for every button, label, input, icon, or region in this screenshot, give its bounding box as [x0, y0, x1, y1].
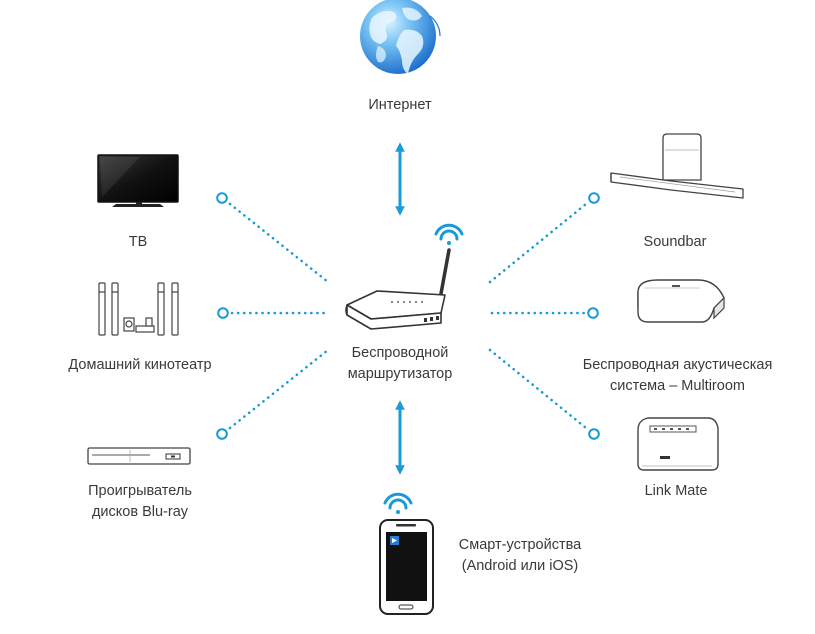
connector-soundbar [488, 192, 600, 284]
tv-icon [97, 154, 179, 207]
wireless-router-icon [345, 223, 464, 330]
connector-link-mate [488, 348, 600, 440]
home-theater-icon [98, 282, 179, 336]
wifi-icon [434, 223, 464, 245]
multiroom-label-line2: система – Multiroom [610, 378, 745, 394]
soundbar-label: Soundbar [643, 234, 707, 250]
bluray-player-icon [87, 447, 191, 465]
globe-icon [360, 0, 441, 75]
internet-label: Интернет [368, 97, 432, 113]
smartphone-icon [379, 492, 434, 615]
wireless-speaker-icon [637, 279, 725, 323]
bluray-label: Проигрыватель дисков Blu-ray [40, 481, 240, 523]
multiroom-label: Беспроводная акустическая система – Mult… [560, 355, 795, 397]
router-label-line1: Беспроводной [351, 345, 449, 361]
tv-label: ТВ [128, 234, 148, 250]
bluray-label-line1: Проигрыватель [88, 483, 192, 499]
wifi-icon [383, 492, 413, 514]
connector-bluray [216, 348, 330, 440]
connector-multiroom [490, 307, 599, 319]
smart-label-line2: (Android или iOS) [461, 558, 579, 574]
home-theater-label: Домашний кинотеатр [68, 357, 212, 373]
router-label-line2: маршрутизатор [347, 366, 453, 382]
router-label: Беспроводной маршрутизатор [290, 343, 510, 385]
smart-label-line1: Смарт-устройства [458, 537, 582, 553]
connector-home-theater [217, 307, 327, 319]
bluray-label-line2: дисков Blu-ray [91, 504, 189, 520]
smart-label: Смарт-устройства (Android или iOS) [440, 535, 600, 577]
link-mate-label: Link Mate [644, 483, 708, 499]
link-mate-icon [637, 417, 719, 471]
multiroom-label-line1: Беспроводная акустическая [582, 357, 773, 373]
connector-tv [216, 192, 330, 284]
soundbar-icon [610, 133, 744, 199]
